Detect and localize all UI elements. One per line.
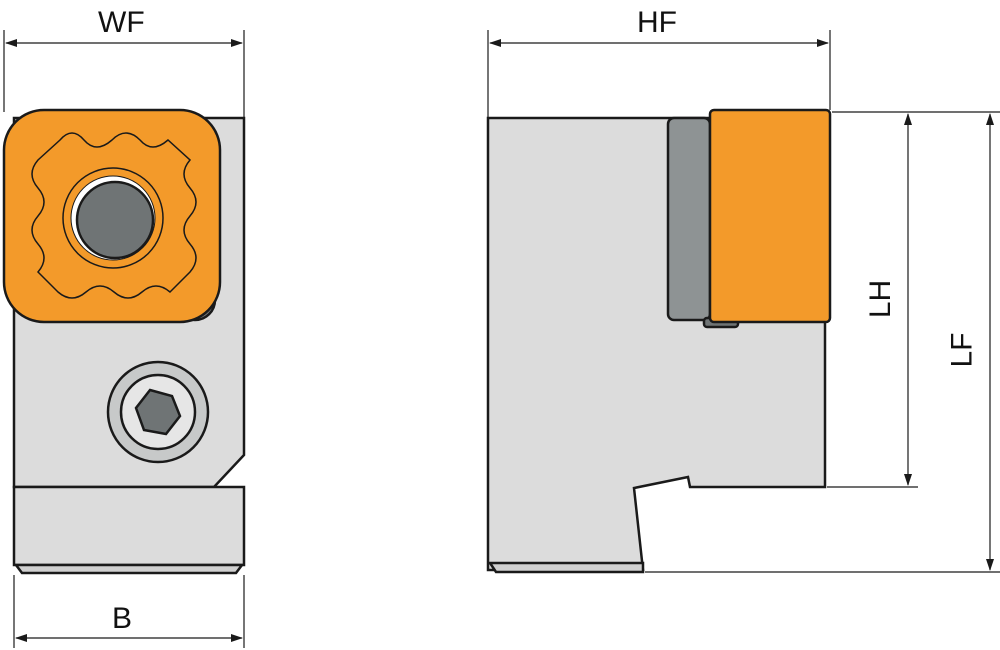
- dimension-hf-label: HF: [637, 6, 677, 39]
- screw-hole-icon: [75, 180, 155, 260]
- holder-base: [12, 485, 246, 567]
- dimension-wf-label: WF: [98, 6, 145, 39]
- insert-side: [708, 108, 832, 324]
- front-view: [2, 108, 246, 575]
- dimension-lh-label: LH: [864, 279, 898, 319]
- dimension-lf-label: LF: [945, 332, 979, 368]
- dimension-b-label: B: [112, 602, 133, 635]
- hex-socket-icon: [134, 388, 182, 436]
- dimension-lines: [3, 30, 1000, 648]
- shim: [666, 116, 712, 322]
- side-view: [486, 108, 832, 574]
